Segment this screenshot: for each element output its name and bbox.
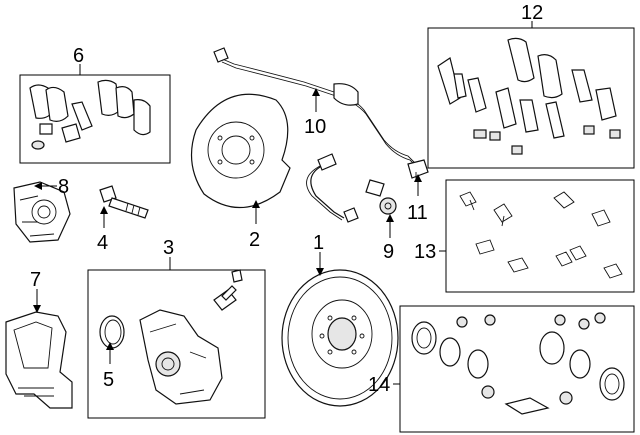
part-7-mount[interactable]: 7 bbox=[5, 269, 73, 409]
part-2-backing-plate[interactable]: 2 bbox=[190, 93, 291, 251]
bleeder-screw bbox=[213, 269, 243, 311]
part-5-seal-ring[interactable]: 5 bbox=[99, 315, 125, 391]
pad-shapes bbox=[29, 79, 151, 150]
part-1-rotor[interactable]: 1 bbox=[281, 232, 399, 407]
part-9-brake-hose[interactable]: 9 bbox=[306, 153, 397, 263]
clip-shapes bbox=[459, 191, 623, 279]
callout-10: 10 bbox=[304, 116, 326, 138]
callout-11: 11 bbox=[407, 202, 428, 224]
callout-5: 5 bbox=[103, 369, 114, 391]
callout-8: 8 bbox=[58, 176, 69, 198]
seal-shapes bbox=[411, 312, 625, 415]
part-4-bolt[interactable]: 4 bbox=[97, 185, 149, 254]
callout-6: 6 bbox=[73, 45, 84, 67]
part-11-sensor-clip[interactable]: 11 bbox=[407, 159, 429, 224]
callout-3: 3 bbox=[163, 237, 174, 259]
callout-7: 7 bbox=[30, 269, 41, 291]
callout-2: 2 bbox=[249, 229, 260, 251]
callout-4: 4 bbox=[97, 232, 108, 254]
callout-14: 14 bbox=[368, 374, 390, 396]
part-8-caliper[interactable]: 8 bbox=[13, 176, 71, 243]
part-13-clip-kit[interactable]: 13 bbox=[414, 179, 635, 293]
caliper-body bbox=[139, 309, 223, 405]
part-10-sensor-wire[interactable]: 10 bbox=[213, 47, 423, 173]
part-14-seal-kit[interactable]: 14 bbox=[368, 305, 635, 433]
callout-9: 9 bbox=[383, 241, 394, 263]
part-3-caliper-box[interactable]: 3 5 bbox=[87, 237, 266, 419]
callout-13: 13 bbox=[414, 241, 436, 263]
callout-1: 1 bbox=[313, 232, 324, 254]
callout-12: 12 bbox=[521, 2, 543, 24]
part-12-pad-set[interactable]: 12 bbox=[427, 2, 635, 169]
part-6-pad-kit[interactable]: 6 bbox=[19, 45, 171, 164]
pad-shapes bbox=[437, 37, 621, 155]
